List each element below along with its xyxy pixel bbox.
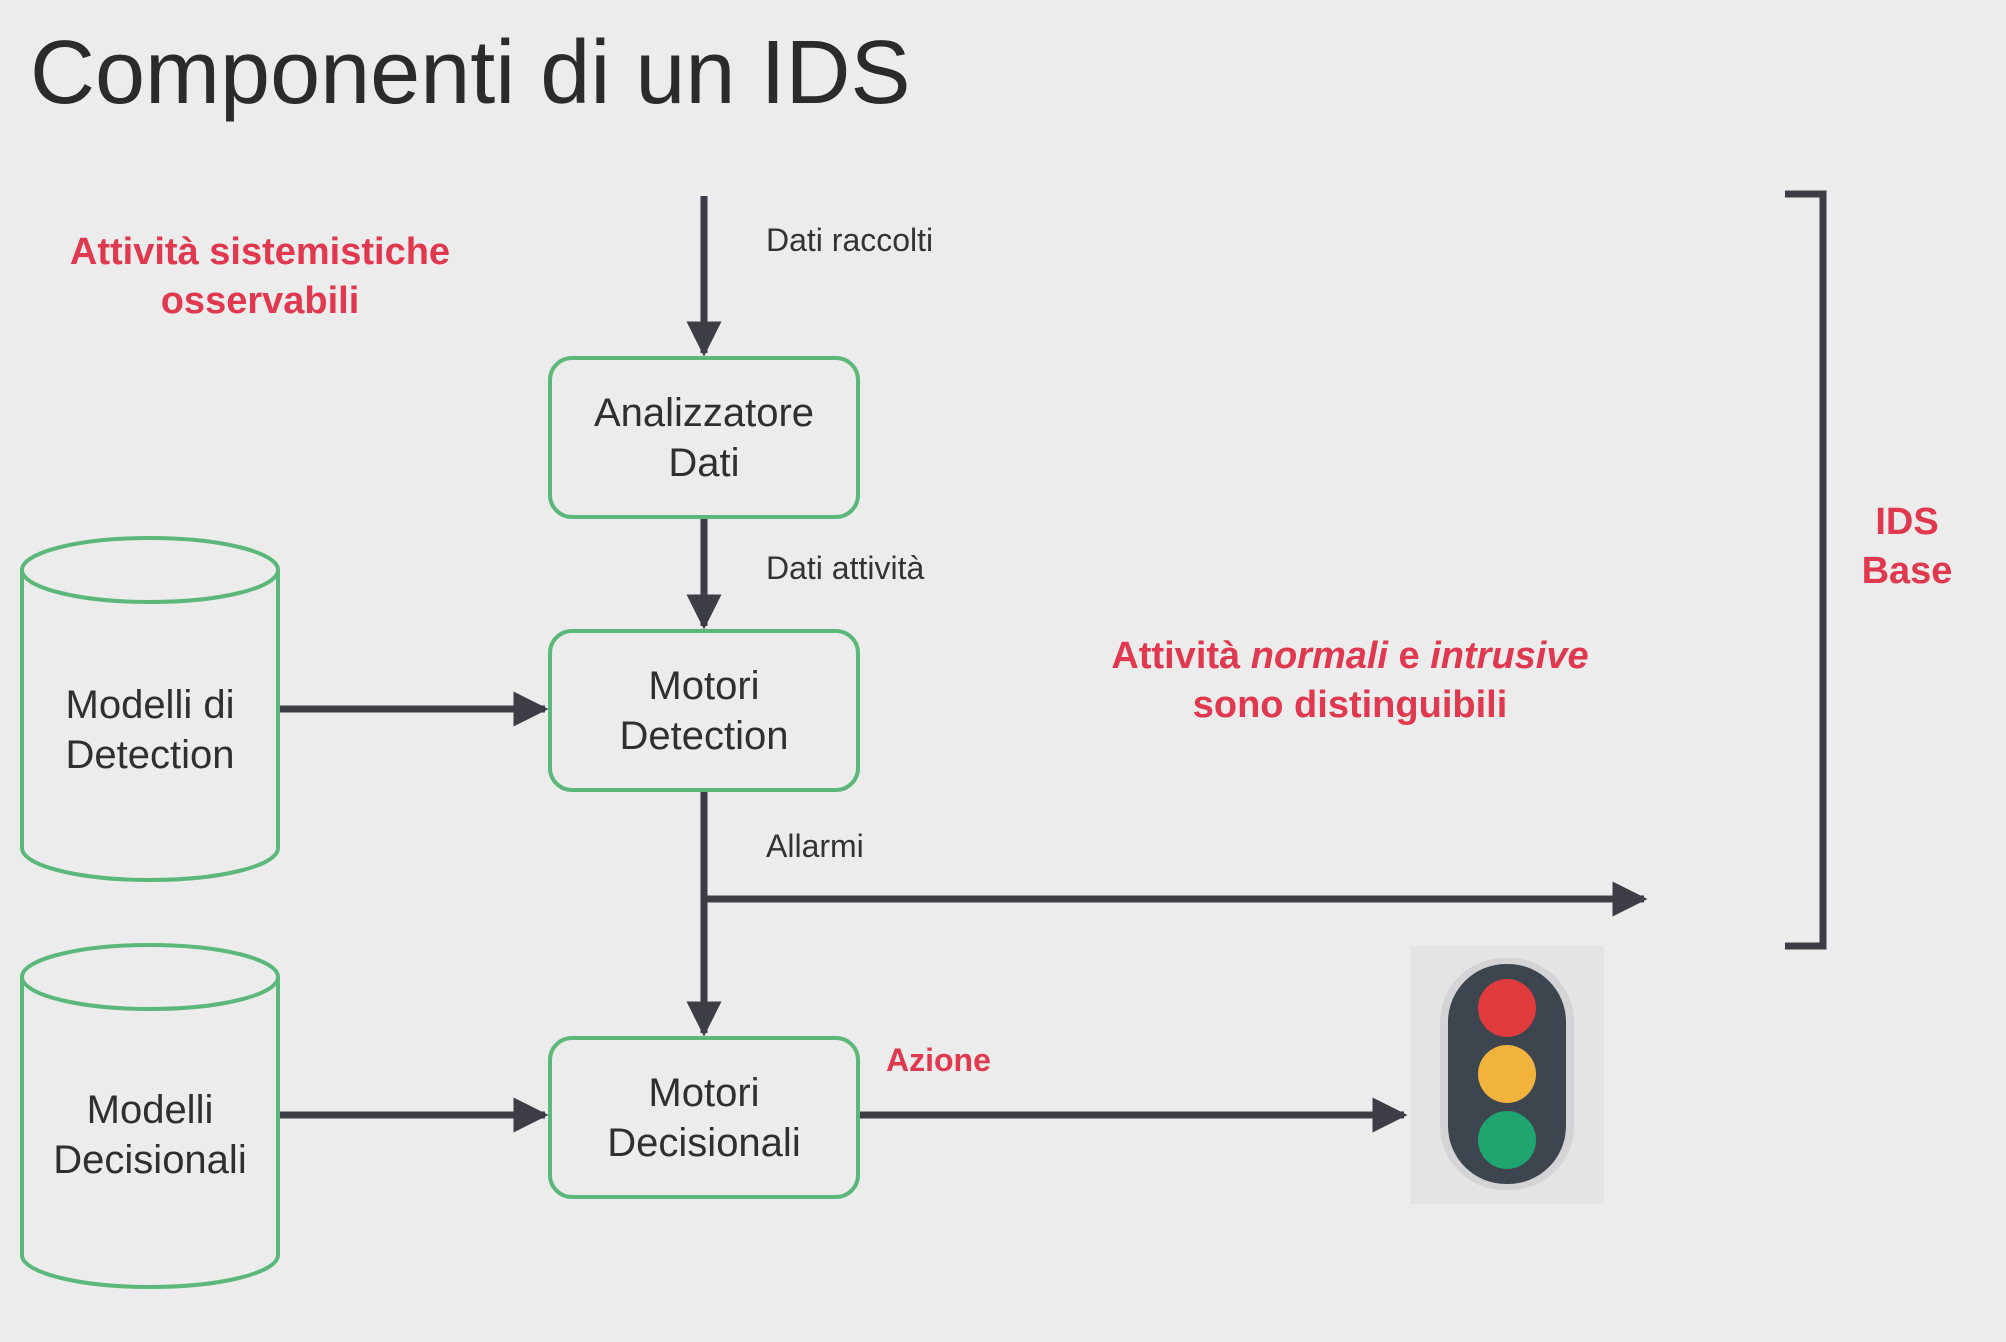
analizzatore-line1: Analizzatore (593, 390, 815, 435)
note-distinguish-line2: sono distinguibili (1192, 684, 1508, 727)
label-allarmi: Allarmi (766, 828, 864, 864)
page-title: Componenti di un IDS (30, 23, 911, 123)
yellow-light-icon (1478, 1045, 1536, 1103)
label-dati-raccolti: Dati raccolti (766, 222, 934, 258)
note-distinguish-line1: Attività normali e intrusive (1050, 632, 1650, 681)
analizzatore-line2: Dati (668, 440, 740, 485)
box-motori-detection (548, 629, 860, 792)
note-distinguish-mid: e (1387, 635, 1431, 677)
note-ids-base: IDS Base (1840, 498, 1974, 597)
ids-base-line2: Base (1861, 550, 1953, 593)
label-dati-attivita: Dati attività (766, 550, 925, 586)
motori-detection-line2: Detection (619, 713, 789, 758)
modelli-detection-line2: Detection (65, 733, 235, 777)
motori-detection-line1: Motori (648, 663, 760, 708)
db-modelli-decisionali (20, 943, 280, 1289)
modelli-detection-line1: Modelli di (65, 683, 235, 727)
ids-base-line1: IDS (1875, 501, 1939, 543)
note-observable-line2: osservabili (160, 280, 360, 323)
modelli-decisionali-line2: Decisionali (53, 1138, 247, 1182)
note-observable-line1: Attività sistemistiche (69, 231, 451, 273)
modelli-detection-label: Modelli di Detection (22, 620, 278, 840)
note-observable-activities: Attività sistemistiche osservabili (40, 228, 480, 327)
db-modelli-detection (20, 536, 280, 882)
note-normal-word: normali (1250, 635, 1388, 677)
motori-decisionali-line2: Decisionali (607, 1120, 801, 1165)
green-light-icon (1478, 1111, 1536, 1169)
traffic-light-icon (1410, 946, 1604, 1204)
note-distinguish-pre: Attività (1111, 635, 1251, 677)
note-intrusive-word: intrusive (1430, 635, 1589, 677)
ids-base-bracket (1785, 190, 1827, 950)
modelli-decisionali-line1: Modelli (86, 1088, 214, 1132)
motori-decisionali-line1: Motori (648, 1070, 760, 1115)
note-distinguishable: Attività normali e intrusive sono distin… (1050, 632, 1650, 731)
red-light-icon (1478, 979, 1536, 1037)
box-analizzatore-dati (548, 356, 860, 519)
box-motori-decisionali (548, 1036, 860, 1199)
label-azione: Azione (886, 1042, 991, 1078)
